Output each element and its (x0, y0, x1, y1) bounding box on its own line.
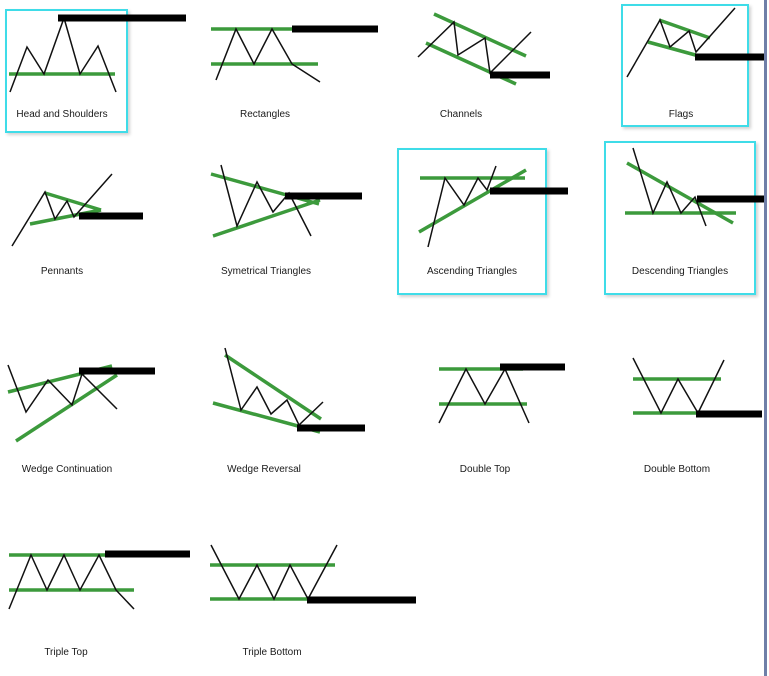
pattern-label-flags: Flags (668, 109, 694, 120)
trend-line-pennants-1 (44, 191, 102, 212)
trend-line-wedge-reversal-1 (224, 353, 322, 421)
trend-line-flags-1 (647, 40, 700, 58)
pattern-label-double-top: Double Top (459, 464, 511, 475)
breakout-bar-ascending-triangles (490, 187, 568, 195)
breakout-bar-channels (490, 71, 550, 79)
breakout-bar-symetrical-triangles (285, 192, 362, 200)
price-line-double-top (438, 367, 530, 424)
breakout-bar-head-and-shoulders (58, 14, 186, 22)
price-line-head-and-shoulders (9, 15, 117, 93)
pattern-label-pennants: Pennants (40, 266, 84, 277)
trend-line-descending-triangles-2 (626, 161, 734, 225)
price-line-double-bottom (632, 357, 725, 415)
price-line-flags (626, 7, 736, 78)
highlight-box-descending-triangles (604, 141, 756, 295)
page-right-border (764, 0, 767, 676)
breakout-bar-double-top (500, 363, 565, 371)
breakout-bar-double-bottom (696, 410, 762, 418)
trend-line-wedge-continuation-2 (15, 373, 118, 443)
price-line-wedge-continuation (7, 364, 118, 414)
pattern-label-wedge-continuation: Wedge Continuation (21, 464, 113, 475)
price-line-rectangles (215, 27, 321, 83)
highlight-box-ascending-triangles (397, 148, 547, 295)
breakout-bar-pennants (79, 212, 143, 220)
price-line-channels (417, 20, 532, 75)
pattern-label-wedge-reversal: Wedge Reversal (227, 464, 301, 475)
highlight-box-head-and-shoulders (5, 9, 128, 133)
price-line-symetrical-triangles (220, 164, 312, 237)
trend-line-flags-2 (658, 18, 711, 40)
breakout-bar-wedge-continuation (79, 367, 155, 375)
price-line-ascending-triangles (427, 165, 497, 248)
price-line-triple-top (8, 553, 135, 610)
pattern-label-double-bottom: Double Bottom (643, 464, 711, 475)
pattern-label-head-and-shoulders: Head and Shoulders (16, 109, 108, 120)
highlight-box-flags (621, 4, 749, 127)
breakout-bar-rectangles (292, 25, 378, 33)
price-line-triple-bottom (210, 544, 338, 601)
pattern-label-symetrical-triangles: Symetrical Triangles (220, 266, 312, 277)
breakout-bar-flags (695, 53, 764, 61)
price-line-pennants (11, 173, 113, 247)
trend-line-pennants-2 (29, 208, 102, 226)
pattern-label-channels: Channels (439, 109, 483, 120)
trend-line-ascending-triangles-2 (418, 168, 527, 234)
pattern-label-descending-triangles: Descending Triangles (631, 266, 729, 277)
pattern-label-rectangles: Rectangles (239, 109, 291, 120)
breakout-bar-triple-bottom (307, 596, 416, 604)
price-line-descending-triangles (632, 147, 707, 227)
trend-line-channels-1 (433, 12, 527, 58)
pattern-label-ascending-triangles: Ascending Triangles (426, 266, 518, 277)
trend-line-symetrical-triangles-2 (212, 198, 321, 238)
breakout-bar-descending-triangles (697, 195, 764, 203)
pattern-label-triple-bottom: Triple Bottom (242, 647, 302, 658)
breakout-bar-triple-top (105, 550, 190, 558)
breakout-bar-wedge-reversal (297, 424, 365, 432)
pattern-label-triple-top: Triple Top (44, 647, 88, 658)
